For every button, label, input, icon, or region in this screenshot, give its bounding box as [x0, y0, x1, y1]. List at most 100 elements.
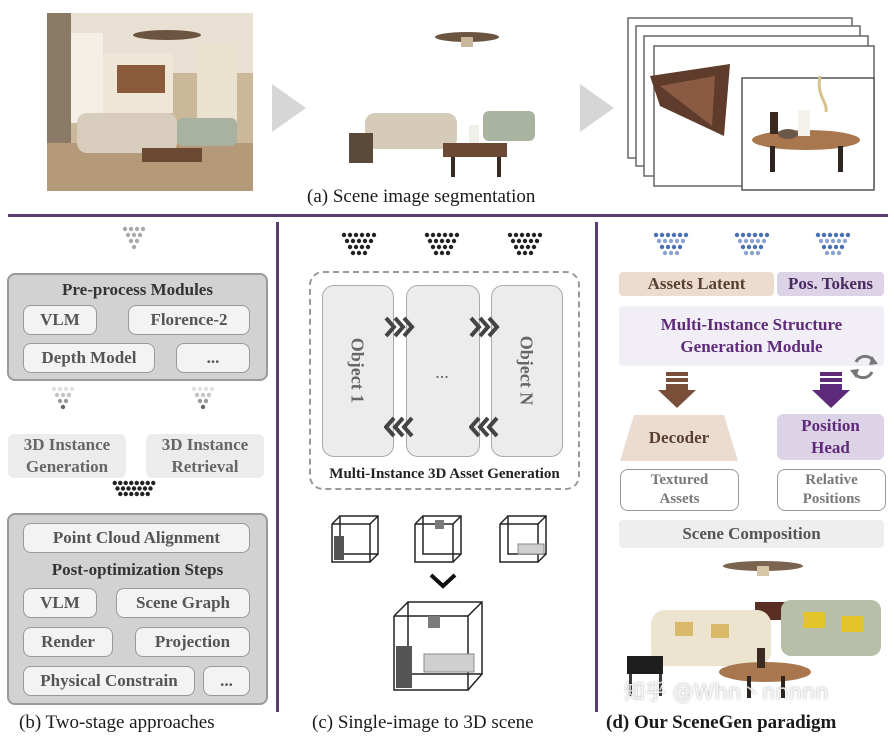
token-dot — [659, 232, 665, 238]
divider-left — [276, 222, 279, 712]
token-dot — [140, 491, 145, 497]
token-dot — [123, 491, 128, 497]
panel-b-caption: (b) Two-stage approaches — [19, 712, 215, 733]
token-dot — [57, 386, 63, 392]
structure-module-line1: Multi-Instance Structure — [660, 315, 843, 334]
token-dot — [842, 238, 848, 244]
token-dot — [746, 232, 752, 238]
structure-module-line2: Generation Module — [680, 337, 823, 356]
token-dot — [510, 238, 516, 244]
token-dot — [445, 238, 451, 244]
instance-retrieval-box: 3D Instance Retrieval — [146, 434, 264, 478]
token-dot — [126, 486, 131, 491]
token-dot — [659, 244, 665, 250]
token-dot — [206, 392, 212, 398]
object-1-column — [322, 285, 394, 457]
render-pill: Render — [23, 627, 113, 657]
token-dot — [683, 232, 689, 238]
token-dot — [436, 232, 442, 238]
token-dot — [424, 232, 430, 238]
token-dot — [442, 244, 448, 250]
token-dot — [836, 250, 842, 256]
double-chevron-left-icon — [469, 416, 499, 438]
multi-instance-module-box — [309, 271, 580, 490]
token-dot — [836, 238, 842, 244]
token-dot — [833, 244, 839, 250]
token-dot — [519, 244, 525, 250]
token-dot — [522, 238, 528, 244]
token-dot — [140, 226, 146, 232]
relative-positions-line2: Positions — [802, 491, 861, 507]
token-dot — [531, 232, 537, 238]
token-dot — [528, 238, 534, 244]
token-dot — [671, 232, 677, 238]
token-dot — [433, 250, 439, 256]
pos-tokens-box: Pos. Tokens — [777, 272, 884, 296]
cube-icon — [414, 515, 462, 563]
token-dot — [439, 238, 445, 244]
token-dot — [830, 238, 836, 244]
token-dot — [764, 232, 770, 238]
token-dot — [531, 244, 537, 250]
scene-photo — [47, 13, 253, 191]
token-dot — [743, 238, 749, 244]
ellipsis-pill: ... — [176, 343, 250, 373]
token-dot — [516, 238, 522, 244]
token-dot — [134, 226, 140, 232]
token-dot — [430, 232, 436, 238]
token-dot — [442, 232, 448, 238]
token-dot — [821, 244, 827, 250]
token-dot — [448, 244, 454, 250]
token-dot — [359, 244, 365, 250]
token-dot — [662, 238, 668, 244]
instance-generation-box: 3D Instance Generation — [8, 434, 126, 478]
token-dot — [128, 226, 134, 232]
token-dot — [115, 486, 120, 491]
instance-generation-line2: Generation — [25, 457, 109, 476]
token-dot — [525, 244, 531, 250]
token-dot — [151, 480, 156, 486]
token-dot — [516, 250, 522, 256]
refresh-icon — [850, 354, 878, 380]
token-dot — [365, 244, 371, 250]
token-dot — [362, 238, 368, 244]
position-head-line2: Head — [811, 438, 850, 457]
position-head-line1: Position — [801, 416, 860, 435]
segment-stack — [627, 17, 875, 191]
token-dot — [191, 386, 197, 392]
token-dot — [122, 226, 128, 232]
token-dot — [129, 491, 134, 497]
combined-cube-icon — [393, 601, 483, 691]
token-dot — [350, 250, 356, 256]
projection-pill: Projection — [135, 627, 250, 657]
token-dot — [833, 232, 839, 238]
token-dot — [118, 480, 123, 486]
token-dot — [371, 232, 377, 238]
token-dot — [145, 480, 150, 486]
token-dot — [125, 232, 131, 238]
token-dot — [448, 232, 454, 238]
token-dot — [656, 238, 662, 244]
token-dot — [368, 238, 374, 244]
token-dot — [120, 486, 126, 491]
panel-a-caption: (a) Scene image segmentation — [307, 186, 536, 207]
token-dot — [824, 250, 830, 256]
token-dot — [507, 232, 513, 238]
postopt-title: Post-optimization Steps — [51, 560, 224, 579]
token-dot — [746, 244, 752, 250]
token-dot — [674, 238, 680, 244]
token-dot — [63, 386, 69, 392]
token-dot — [743, 250, 749, 256]
token-dot — [839, 244, 845, 250]
token-dot — [534, 238, 540, 244]
token-dot — [350, 238, 356, 244]
object-middle-column — [406, 285, 480, 457]
token-dot — [758, 232, 764, 238]
token-dot — [513, 232, 519, 238]
double-chevron-left-icon — [384, 416, 414, 438]
token-dot — [112, 480, 117, 486]
token-dot — [749, 238, 755, 244]
decoder-shape — [620, 415, 738, 461]
arrow-right-icon — [272, 84, 306, 132]
token-dot — [359, 232, 365, 238]
